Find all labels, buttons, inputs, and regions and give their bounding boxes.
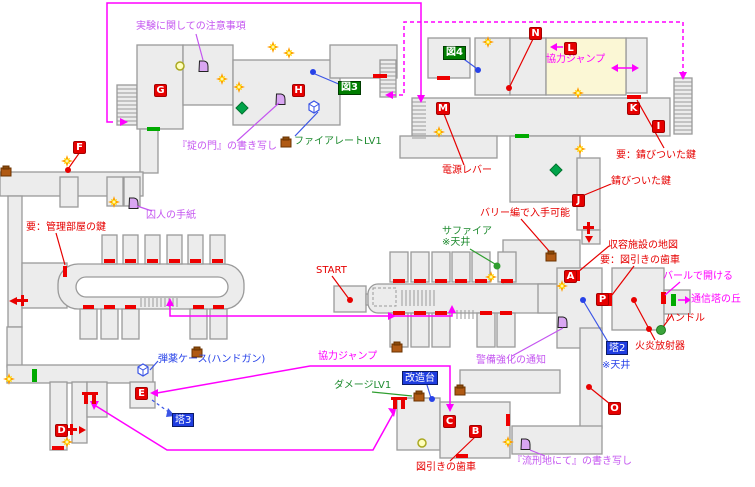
circle-markers bbox=[175, 61, 427, 448]
badge-J: J bbox=[572, 194, 585, 207]
label-drafting-gear: 図引きの歯車 bbox=[416, 462, 476, 473]
badge-I: I bbox=[652, 120, 665, 133]
sapphire-dot bbox=[493, 262, 501, 270]
badge-upgrade-bench: 改造台 bbox=[402, 371, 438, 385]
label-ammo-case-handgun: 弾薬ケース(ハンドガン) bbox=[158, 354, 266, 365]
badge-tower3: 塔3 bbox=[172, 413, 195, 427]
label-coop-jump-top: 協力ジャンプ bbox=[546, 54, 606, 65]
label-experiment-notes: 実験に関しての注意事項 bbox=[136, 21, 246, 32]
badge-B: B bbox=[469, 425, 482, 438]
blue-dot-markers bbox=[310, 67, 586, 402]
callout-lines-green bbox=[371, 248, 496, 397]
blocked-passage-icons bbox=[9, 222, 594, 435]
label-penal-colony-copy: 『流刑地にて』の書き写し bbox=[512, 456, 632, 467]
rooms bbox=[0, 37, 693, 459]
label-power-lever: 電源レバー bbox=[442, 165, 492, 176]
badge-K: K bbox=[627, 102, 640, 115]
label-handle: ハンドル bbox=[665, 313, 705, 324]
route-lines bbox=[95, 2, 685, 451]
label-rusted-key-required: 要：錆びついた鍵 bbox=[616, 150, 696, 161]
label-gate-of-law-copy: 『掟の門』の書き写し bbox=[177, 141, 277, 152]
badge-H: H bbox=[292, 84, 305, 97]
label-sapphire: サファイア bbox=[442, 226, 492, 237]
badge-P: P bbox=[596, 293, 609, 306]
label-coop-jump-bottom: 協力ジャンプ bbox=[318, 351, 378, 362]
red-door-icons bbox=[52, 74, 666, 458]
label-prisoner-letter: 囚人の手紙 bbox=[146, 210, 196, 221]
handle-item-icon bbox=[656, 325, 666, 335]
ladder-gate-icons bbox=[82, 392, 407, 409]
label-drafting-gear-required: 要：図引きの歯車 bbox=[600, 255, 680, 266]
corridor-island bbox=[75, 276, 229, 298]
green-door-icons bbox=[32, 127, 676, 382]
badge-O: O bbox=[608, 402, 621, 415]
badge-N: N bbox=[529, 27, 542, 40]
badge-C: C bbox=[443, 415, 456, 428]
badge-map3: 図3 bbox=[338, 81, 361, 95]
label-facility-map: 収容施設の地図 bbox=[608, 240, 678, 251]
label-firerate-lv1: ファイアレートLV1 bbox=[294, 136, 382, 147]
badge-D: D bbox=[55, 424, 68, 437]
elevator-area bbox=[372, 287, 397, 307]
label-damage-lv1: ダメージLV1 bbox=[334, 380, 392, 391]
badge-map4: 図4 bbox=[443, 46, 466, 60]
label-barry-obtainable: バリー編で入手可能 bbox=[480, 208, 570, 219]
badge-G: G bbox=[154, 84, 167, 97]
label-admin-room-key-required: 要：管理部屋の鍵 bbox=[26, 222, 106, 233]
label-rusted-key: 錆びついた鍵 bbox=[611, 176, 671, 187]
badge-F: F bbox=[73, 141, 86, 154]
label-comm-tower-hill: 通信塔の丘 bbox=[691, 294, 741, 305]
callout-lines-magenta bbox=[664, 281, 681, 296]
badge-tower2: 塔2 bbox=[606, 341, 629, 355]
badge-L: L bbox=[564, 42, 577, 55]
label-security-notice: 警備強化の通知 bbox=[476, 355, 546, 366]
badge-A: A bbox=[564, 270, 577, 283]
label-flamethrower: 火炎放射器 bbox=[635, 341, 685, 352]
label-start: START bbox=[316, 265, 347, 276]
label-tower2-ceiling: ※天井 bbox=[602, 360, 631, 371]
badge-E: E bbox=[135, 387, 148, 400]
label-open-with-crowbar: バールで開ける bbox=[663, 271, 733, 282]
label-sapphire-ceiling: ※天井 bbox=[442, 237, 471, 248]
callout-lines-red bbox=[55, 38, 673, 462]
callout-lines-violet bbox=[136, 33, 564, 457]
badge-M: M bbox=[436, 102, 450, 115]
red-dot-markers bbox=[65, 85, 652, 390]
